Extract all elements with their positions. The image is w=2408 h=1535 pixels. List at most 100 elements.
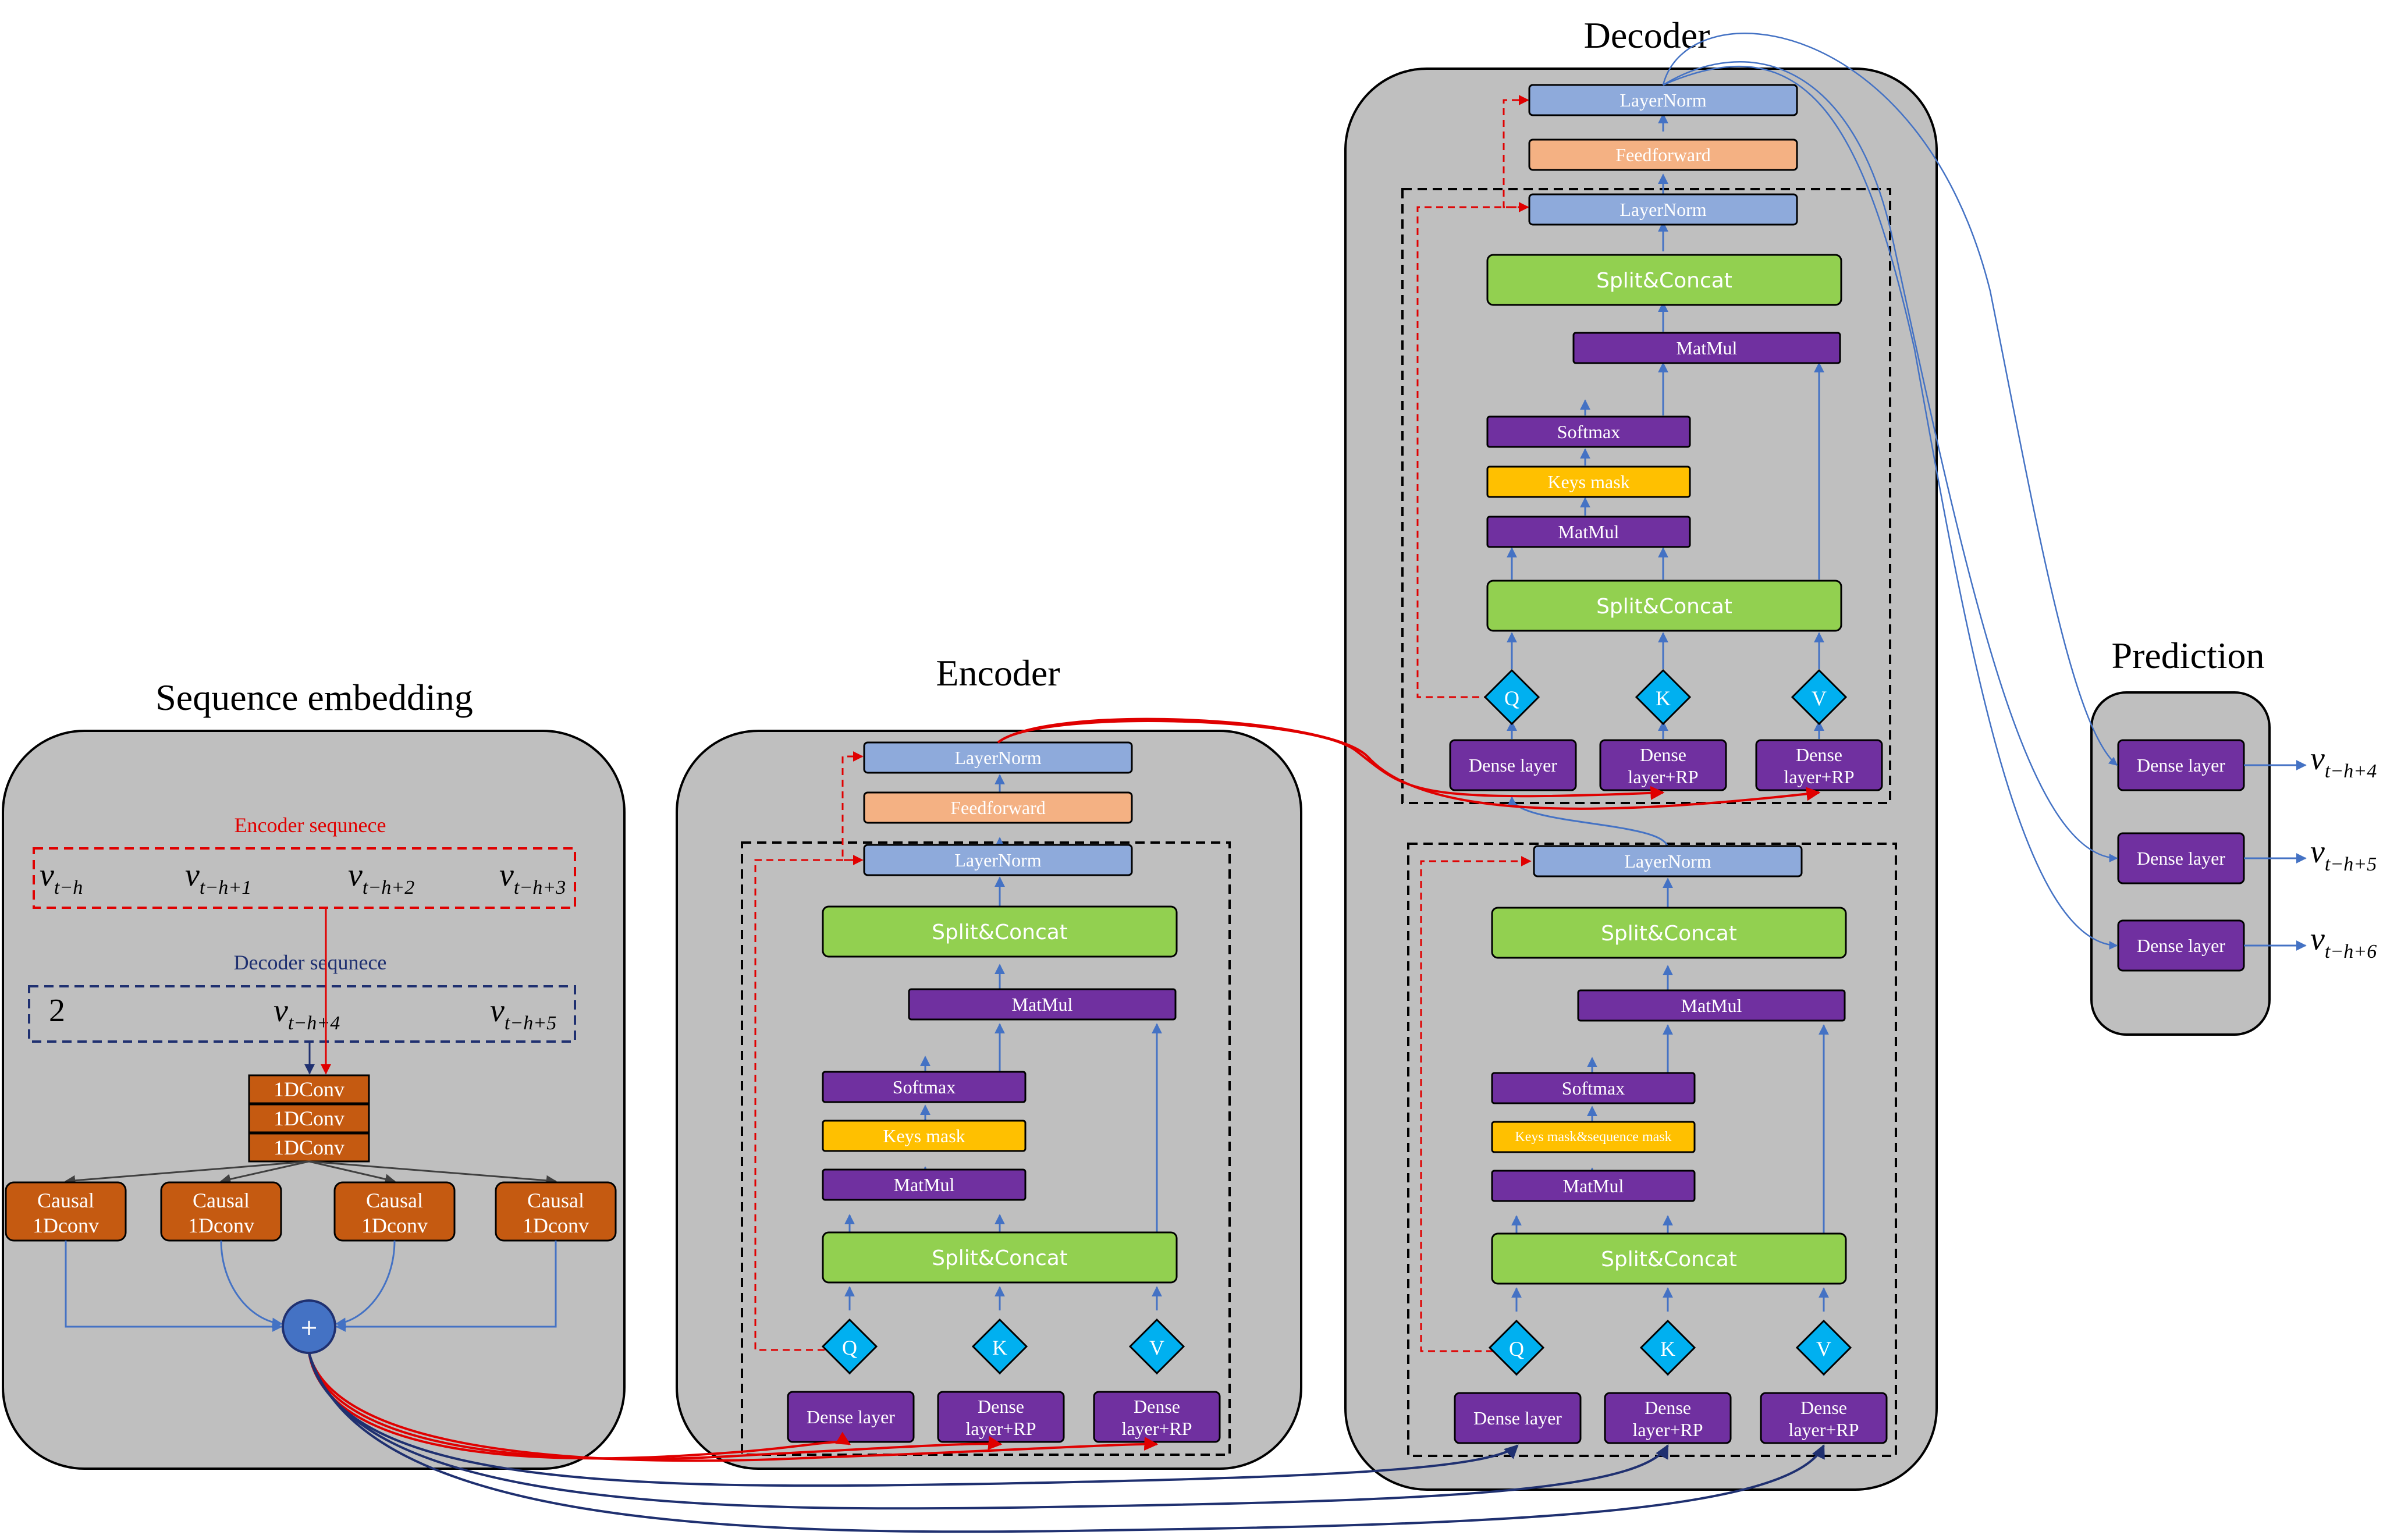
decoder-self-keys-seq-mask: [1491, 1121, 1696, 1153]
svg-text:2: 2: [49, 993, 65, 1029]
prediction-output-3: vt−h+6: [2310, 921, 2377, 962]
encoder-keys-mask-label: Keys mask: [883, 1125, 965, 1146]
decoder-self-dense-k: [1604, 1392, 1732, 1444]
decoder-bottom-residual: [1420, 856, 1532, 1352]
encoder-dense-k-line1: Dense: [978, 1396, 1024, 1417]
decoder-feedforward-label: Feedforward: [1615, 144, 1710, 165]
encoder-q-diamond: Q: [821, 1318, 878, 1375]
decoder-self-k-label: K: [1660, 1337, 1675, 1360]
causal-1-to-sum-arrow: [65, 1241, 283, 1332]
token-base: v: [499, 857, 514, 893]
decoder-cross-keys-mask-label: Keys mask: [1547, 471, 1629, 492]
causal-conv-4-line2: 1Dconv: [523, 1214, 589, 1237]
causal-3-to-sum-arrow: [335, 1240, 396, 1328]
encoder-layernorm-inner: [863, 844, 1133, 876]
decoder-cross-split-concat-bottom-label: Split&Concat: [1596, 595, 1732, 619]
decoder-cross-q-diamond: Q: [1483, 669, 1540, 726]
sum-node-symbol: +: [300, 1314, 318, 1340]
decoder-self-dense-k-line1: Dense: [1645, 1397, 1691, 1418]
conv-block-2: [248, 1103, 370, 1134]
token-sub: t−h+3: [514, 877, 566, 898]
decoder-self-split-concat-bottom-label: Split&Concat: [1601, 1248, 1737, 1271]
sum-to-decoder-q: [308, 1352, 1519, 1487]
decoder-cross-dense-k-line2: layer+RP: [1628, 766, 1698, 787]
decoder-self-q-label: Q: [1509, 1337, 1524, 1360]
causal-conv-3: Causal 1Dconv: [333, 1181, 456, 1242]
encoder-content: LayerNorm Feedforward LayerNorm Split&Co…: [741, 741, 1231, 1456]
conv-block-1: [248, 1074, 370, 1104]
causal-conv-2-line2: 1Dconv: [188, 1214, 254, 1237]
decoder-self-dense-q: [1454, 1392, 1582, 1444]
prediction-dense-1-label: Dense layer: [2137, 755, 2225, 776]
decoder-layernorm-top-label: LayerNorm: [1619, 90, 1706, 111]
decoder-cross-matmul-bottom-label: MatMul: [1558, 521, 1619, 542]
conv-block-2-label: 1DConv: [274, 1107, 344, 1130]
encoder-feedforward-label: Feedforward: [950, 797, 1045, 818]
encoder-residual-1: [754, 855, 864, 1351]
decoder-token-0: 2: [49, 993, 65, 1029]
token-sub: t−h+4: [288, 1012, 340, 1034]
encoder-token-1: vt−h+1: [185, 857, 251, 898]
token-sub: t−h+1: [200, 877, 251, 898]
sum-to-encoder-v: [308, 1352, 1159, 1462]
encoder-dense-q-label: Dense layer: [807, 1406, 895, 1427]
causal-2-to-sum-arrow: [220, 1240, 283, 1328]
encoder-q-label: Q: [842, 1336, 857, 1359]
conv-block-3-label: 1DConv: [274, 1136, 344, 1159]
output-sub: t−h+5: [2325, 854, 2377, 875]
sum-to-decoder-v: [308, 1352, 1825, 1533]
decoder-to-prediction-2: [1663, 61, 2118, 863]
decoder-self-matmul-top-label: MatMul: [1681, 995, 1742, 1016]
decoder-cross-attention-dashed-box: [1401, 188, 1891, 804]
encoder-split-concat-bottom: [822, 1231, 1178, 1284]
decoder-cross-q-label: Q: [1504, 687, 1519, 710]
causal-conv-2-line1: Causal: [193, 1189, 250, 1212]
decoder-self-split-concat-bottom: [1491, 1232, 1847, 1285]
causal-4-to-sum-arrow: [335, 1241, 557, 1332]
encoder-v-label: V: [1149, 1336, 1164, 1359]
decoder-title: Decoder: [1584, 15, 1710, 56]
decoder-cross-matmul-top: [1572, 332, 1841, 364]
causal-conv-1-line2: 1Dconv: [33, 1214, 99, 1237]
encoder-to-decoder-k: [997, 720, 1665, 800]
decoder-layernorm-cross-label: LayerNorm: [1619, 199, 1706, 220]
encoder-split-concat-top-label: Split&Concat: [932, 921, 1068, 944]
token-base: v: [490, 993, 505, 1029]
decoder-cross-dense-v-line1: Dense: [1796, 744, 1842, 765]
encoder-residual-2: [841, 751, 864, 861]
decoder-token-2: vt−h+5: [490, 993, 556, 1034]
svg-text:vt−h+1: vt−h+1: [185, 857, 251, 898]
svg-text:vt−h+4: vt−h+4: [274, 993, 340, 1034]
output-base: v: [2310, 741, 2325, 777]
token-sub: t−h+2: [363, 877, 414, 898]
token-sub: t−h+5: [505, 1012, 556, 1034]
decoder-self-softmax-label: Softmax: [1562, 1078, 1625, 1099]
encoder-dense-v-line1: Dense: [1134, 1396, 1180, 1417]
svg-text:vt−h: vt−h: [40, 857, 83, 898]
decoder-self-v-diamond: V: [1795, 1319, 1852, 1376]
decoder-self-split-concat-top-label: Split&Concat: [1601, 922, 1737, 946]
causal-conv-1-line1: Causal: [37, 1189, 94, 1212]
token-base: 2: [49, 993, 65, 1029]
decoder-self-k-diamond: K: [1639, 1319, 1696, 1376]
output-sub: t−h+4: [2325, 761, 2377, 782]
encoder-matmul-bottom-label: MatMul: [894, 1174, 955, 1195]
conv-block-1-label: 1DConv: [274, 1078, 344, 1101]
decoder-top-residual-1: [1416, 202, 1529, 698]
decoder-cross-split-concat-bottom: [1486, 580, 1842, 632]
encoder-matmul-bottom: [822, 1168, 1027, 1201]
svg-text:vt−h+5: vt−h+5: [2310, 834, 2377, 875]
output-sub: t−h+6: [2325, 941, 2377, 962]
decoder-self-matmul-top: [1577, 989, 1846, 1022]
decoder-self-matmul-bottom: [1491, 1170, 1696, 1202]
decoder-self-softmax: [1491, 1072, 1696, 1104]
encoder-softmax: [822, 1071, 1027, 1103]
decoder-layernorm-cross: [1528, 193, 1798, 226]
decoder-cross-split-concat-top: [1486, 254, 1842, 306]
decoder-sequence-box: [28, 985, 576, 1043]
decoder-cross-keys-mask: [1486, 466, 1691, 498]
sequence-embedding-content: Encoder sequnece vt−h vt−h+1 vt−h+2 vt−h…: [5, 813, 617, 1354]
token-base: v: [274, 993, 288, 1029]
decoder-cross-matmul-bottom: [1486, 516, 1691, 548]
causal-conv-3-line1: Causal: [366, 1189, 423, 1212]
